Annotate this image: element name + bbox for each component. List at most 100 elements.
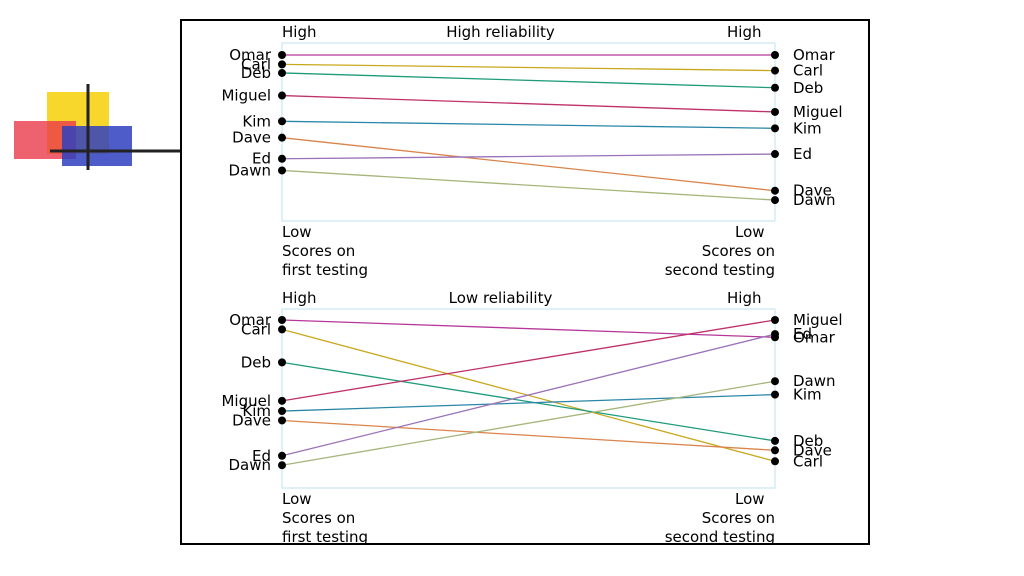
first-name-label-high-dave: Dave [232, 129, 271, 147]
panel-high-right-low-label: Low [735, 223, 765, 241]
second-score-dot-low-carl [771, 457, 779, 466]
second-score-dot-low-deb [771, 436, 779, 445]
second-name-label-high-ed: Ed [793, 145, 812, 163]
first-score-dot-low-carl [278, 325, 286, 334]
second-name-label-high-dave: Dave [793, 182, 832, 200]
panel-low-title: Low reliability [449, 289, 553, 307]
second-name-label-high-kim: Kim [793, 119, 822, 137]
first-name-label-high-miguel: Miguel [221, 87, 271, 105]
first-score-dot-low-deb [278, 358, 286, 367]
second-name-label-high-dawn: Dawn [793, 191, 836, 209]
second-name-label-low-dave: Dave [793, 441, 832, 459]
connector-line-high-deb [281, 72, 776, 89]
first-score-dot-high-ed [278, 154, 286, 163]
first-name-label-low-carl: Carl [241, 320, 271, 338]
panel-low-left-low-label: Low [282, 490, 312, 508]
second-score-dot-low-dawn [771, 377, 779, 386]
second-name-label-low-omar: Omar [793, 328, 836, 346]
connector-line-high-ed [281, 153, 776, 160]
first-name-label-high-kim: Kim [242, 112, 271, 130]
panel-high-title: High reliability [446, 23, 555, 41]
panel-low-right-caption-line: Scores on [702, 509, 775, 527]
second-name-label-low-dawn: Dawn [793, 372, 836, 390]
connector-line-high-miguel [281, 94, 776, 113]
panel-high-left-high-label: High [282, 23, 316, 41]
panel-high-left-low-label: Low [282, 223, 312, 241]
second-name-label-high-omar: Omar [793, 46, 836, 64]
panel-high-left-caption-line: Scores on [282, 242, 355, 260]
first-name-label-high-deb: Deb [241, 64, 271, 82]
panel-high-left-caption-line: first testing [282, 261, 368, 279]
first-score-dot-high-miguel [278, 91, 286, 100]
second-score-dot-high-carl [771, 66, 779, 75]
first-name-label-high-carl: Carl [241, 55, 271, 73]
second-score-dot-low-dave [771, 446, 779, 455]
connector-line-low-kim [281, 393, 776, 412]
second-score-dot-high-deb [771, 83, 779, 92]
first-score-dot-high-carl [278, 60, 286, 69]
connector-line-high-dave [281, 137, 776, 192]
first-score-dot-low-omar [278, 316, 286, 324]
panel-low-right-low-label: Low [735, 490, 765, 508]
panel-low-right-high-label: High [727, 289, 761, 307]
connector-line-low-omar [281, 319, 776, 338]
panel-low-left-high-label: High [282, 289, 316, 307]
first-score-dot-high-dawn [278, 166, 286, 175]
first-score-dot-low-miguel [278, 396, 286, 405]
second-name-label-high-deb: Deb [793, 79, 823, 97]
first-score-dot-high-kim [278, 117, 286, 126]
second-name-label-low-carl: Carl [793, 452, 823, 470]
second-score-dot-high-kim [771, 124, 779, 133]
second-score-dot-low-kim [771, 390, 779, 399]
first-score-dot-low-dawn [278, 461, 286, 470]
connector-line-low-dawn [281, 380, 776, 466]
second-score-dot-high-dawn [771, 196, 779, 205]
second-score-dot-high-dave [771, 186, 779, 195]
first-name-label-low-miguel: Miguel [221, 392, 271, 410]
first-name-label-high-omar: Omar [229, 46, 272, 64]
second-name-label-low-ed: Ed [793, 325, 812, 343]
first-name-label-low-dawn: Dawn [228, 456, 271, 474]
second-name-label-low-kim: Kim [793, 386, 822, 404]
connector-line-high-carl [281, 63, 776, 72]
second-score-dot-low-ed [771, 330, 779, 339]
first-score-dot-low-ed [278, 451, 286, 460]
first-name-label-high-dawn: Dawn [228, 161, 271, 179]
second-name-label-low-deb: Deb [793, 432, 823, 450]
first-name-label-low-kim: Kim [242, 402, 271, 420]
first-score-dot-high-omar [278, 51, 286, 59]
slide-decoration [14, 84, 180, 170]
first-score-dot-low-kim [278, 407, 286, 416]
second-name-label-low-miguel: Miguel [793, 311, 843, 329]
second-score-dot-high-miguel [771, 107, 779, 116]
first-score-dot-low-dave [278, 416, 286, 425]
first-score-dot-high-dave [278, 133, 286, 142]
panel-low-left-caption-line: first testing [282, 528, 368, 546]
panel-low-left-caption-line: Scores on [282, 509, 355, 527]
first-name-label-low-deb: Deb [241, 353, 271, 371]
second-score-dot-high-ed [771, 150, 779, 159]
panel-low-right-caption-line: second testing [665, 528, 775, 546]
panel-high-right-caption-line: second testing [665, 261, 775, 279]
connector-line-low-dave [281, 419, 776, 451]
first-name-label-low-dave: Dave [232, 411, 271, 429]
second-score-dot-high-omar [771, 51, 779, 59]
connector-line-high-dawn [281, 169, 776, 201]
first-score-dot-high-deb [278, 68, 286, 77]
second-name-label-high-miguel: Miguel [793, 103, 843, 121]
second-score-dot-low-miguel [771, 316, 779, 324]
first-name-label-high-ed: Ed [252, 150, 271, 168]
connector-line-high-kim [281, 120, 776, 129]
first-name-label-low-omar: Omar [229, 311, 272, 329]
connector-line-low-ed [281, 333, 776, 457]
first-name-label-low-ed: Ed [252, 447, 271, 465]
connector-line-low-deb [281, 361, 776, 442]
connector-line-low-miguel [281, 319, 776, 402]
panel-high-right-caption-line: Scores on [702, 242, 775, 260]
second-name-label-high-carl: Carl [793, 62, 823, 80]
blue-square-decoration [62, 126, 132, 166]
panel-high-right-high-label: High [727, 23, 761, 41]
panel-frame-low [281, 308, 776, 489]
